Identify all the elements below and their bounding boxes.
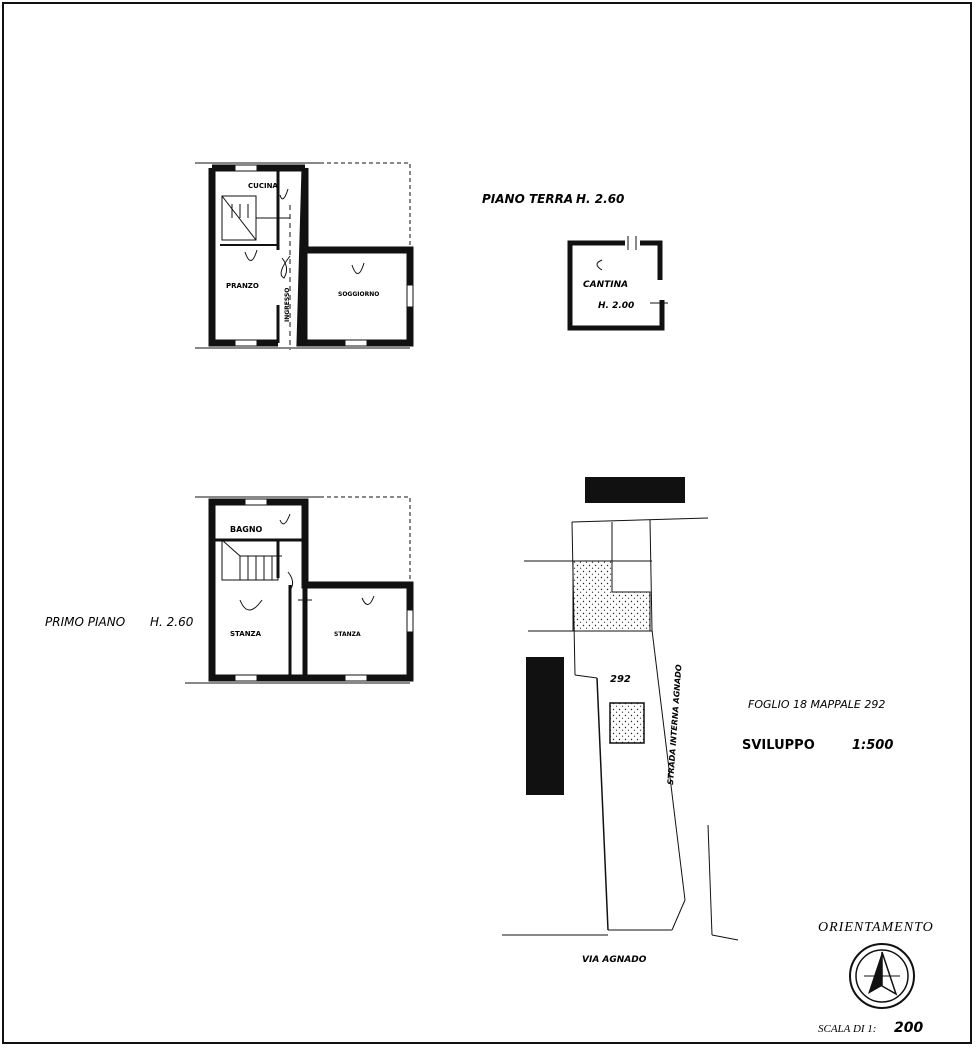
cellar-plan: CANTINA H. 2.00 bbox=[567, 236, 668, 331]
built-area bbox=[572, 560, 651, 632]
dining-label: PRANZO bbox=[226, 282, 259, 290]
sheet-info: FOGLIO 18 MAPPALE 292 bbox=[748, 698, 885, 711]
room-left-label: STANZA bbox=[230, 630, 262, 638]
redacted-block-left bbox=[526, 657, 564, 795]
first-floor-plan: BAGNO STANZA STANZA bbox=[185, 496, 414, 684]
room-right-label: STANZA bbox=[334, 631, 361, 638]
bathroom-label: BAGNO bbox=[230, 525, 263, 534]
ground-floor-title: PIANO TERRA bbox=[482, 192, 573, 206]
ground-floor-height: H. 2.60 bbox=[576, 192, 624, 206]
site-scale-value: 1:500 bbox=[852, 738, 893, 753]
scale-label: SCALA DI 1: bbox=[818, 1023, 876, 1035]
north-arrow-icon bbox=[849, 943, 915, 1009]
side-road-label: STRADA INTERNA AGNADO bbox=[666, 664, 683, 785]
parcel-building bbox=[609, 702, 645, 744]
cellar-height: H. 2.00 bbox=[598, 301, 634, 311]
redacted-block-top bbox=[585, 477, 685, 503]
first-floor-stairs bbox=[221, 539, 282, 581]
kitchen-label: CUCINA bbox=[248, 182, 278, 190]
site-plan: 292 STRADA INTERNA AGNADO VIA AGNADO bbox=[502, 477, 739, 965]
bottom-road-label: VIA AGNADO bbox=[582, 955, 647, 965]
ground-floor-walls bbox=[208, 167, 414, 347]
parcel-number: 292 bbox=[610, 674, 631, 685]
living-label: SOGGIORNO bbox=[338, 291, 379, 298]
first-floor-title: PRIMO PIANO bbox=[45, 615, 125, 629]
first-floor-height: H. 2.60 bbox=[150, 615, 194, 629]
ground-floor-stairs bbox=[221, 195, 290, 241]
cellar-label: CANTINA bbox=[583, 280, 628, 290]
scale-value: 200 bbox=[894, 1020, 923, 1036]
ground-floor-plan: CUCINA PRANZO SOGGIORNO INGRESSO bbox=[195, 162, 414, 350]
site-scale-label: SVILUPPO bbox=[742, 738, 815, 753]
orientation-label: ORIENTAMENTO bbox=[818, 920, 934, 935]
entrance-label: INGRESSO bbox=[284, 288, 291, 322]
ground-floor-dashed-outline bbox=[320, 162, 411, 250]
